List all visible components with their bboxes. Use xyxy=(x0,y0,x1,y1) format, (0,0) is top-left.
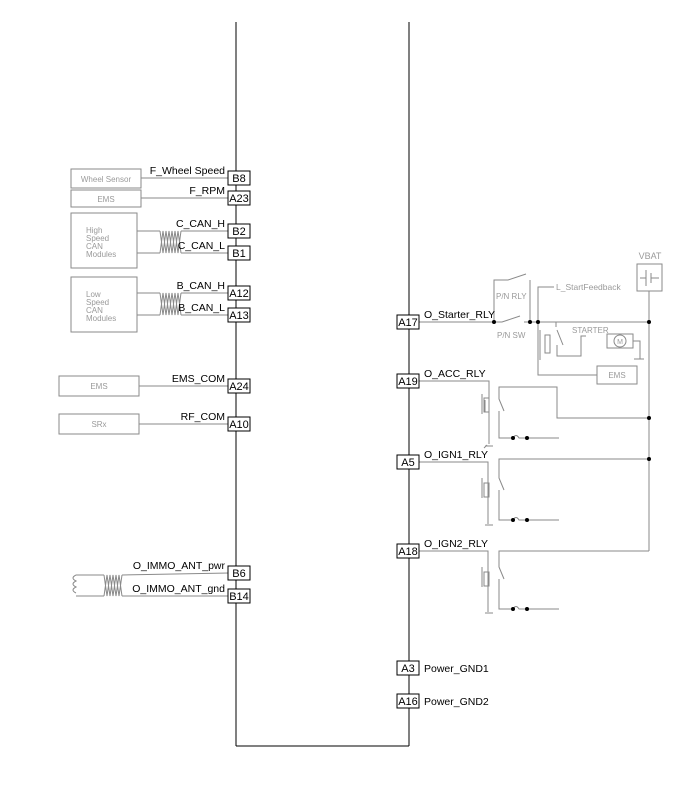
svg-text:VBAT: VBAT xyxy=(639,251,662,261)
pin-A17: A17 O_Starter_RLY xyxy=(396,309,495,330)
svg-text:A5: A5 xyxy=(401,457,414,469)
svg-text:A18: A18 xyxy=(398,546,418,558)
pin-B2: B2 C_CAN_H xyxy=(176,218,251,239)
pin-A5: A5 O_IGN1_RLY xyxy=(396,449,488,470)
svg-text:EMS: EMS xyxy=(97,195,114,204)
low-speed-can-modules: Low Speed CAN Modules xyxy=(70,276,138,333)
svg-text:A10: A10 xyxy=(229,419,249,431)
svg-text:B_CAN_L: B_CAN_L xyxy=(178,302,225,314)
svg-text:Wheel Sensor: Wheel Sensor xyxy=(81,175,132,184)
svg-text:STARTER: STARTER xyxy=(572,326,609,335)
svg-text:O_Starter_RLY: O_Starter_RLY xyxy=(424,309,495,321)
svg-text:M: M xyxy=(617,339,623,346)
svg-text:Speed: Speed xyxy=(86,298,109,307)
svg-text:Modules: Modules xyxy=(86,250,116,259)
svg-text:A13: A13 xyxy=(229,310,249,322)
svg-text:A16: A16 xyxy=(398,696,418,708)
svg-text:P/N RLY: P/N RLY xyxy=(496,292,527,301)
pin-A3: A3 Power_GND1 xyxy=(396,660,489,676)
svg-text:B_CAN_H: B_CAN_H xyxy=(177,280,225,292)
right-pin-list: A17 O_Starter_RLY A19 O_ACC_RLY A5 O_IGN1_R… xyxy=(396,309,495,709)
svg-text:High: High xyxy=(86,226,102,235)
pin-B1: B1 C_CAN_L xyxy=(178,240,251,261)
svg-text:F_Wheel Speed: F_Wheel Speed xyxy=(150,165,225,177)
svg-text:B8: B8 xyxy=(232,173,245,185)
pin-A18: A18 O_IGN2_RLY xyxy=(396,538,488,559)
svg-text:C_CAN_L: C_CAN_L xyxy=(178,240,225,252)
high-speed-can-modules: High Speed CAN Modules xyxy=(70,212,138,269)
svg-text:L_StartFeedback: L_StartFeedback xyxy=(556,282,621,292)
pin-B8: B8 F_Wheel Speed xyxy=(150,165,251,186)
svg-text:B14: B14 xyxy=(229,591,249,603)
pin-A24: A24 EMS_COM xyxy=(172,373,251,394)
wheel-sensor-module: Wheel Sensor xyxy=(70,168,142,189)
svg-text:F_RPM: F_RPM xyxy=(189,185,225,197)
svg-text:RF_COM: RF_COM xyxy=(181,411,225,423)
pin-A13: A13 B_CAN_L xyxy=(178,302,251,323)
svg-text:SRx: SRx xyxy=(91,420,106,429)
svg-text:Power_GND2: Power_GND2 xyxy=(424,696,489,708)
svg-text:O_IGN2_RLY: O_IGN2_RLY xyxy=(424,538,488,550)
pin-B14: B14 O_IMMO_ANT_gnd xyxy=(132,583,251,604)
svg-text:Low: Low xyxy=(86,290,101,299)
pin-A23: A23 F_RPM xyxy=(189,185,251,206)
pin-B6: B6 O_IMMO_ANT_pwr xyxy=(133,560,251,581)
svg-text:A19: A19 xyxy=(398,376,418,388)
pin-A10: A10 RF_COM xyxy=(181,411,251,432)
left-pin-list: B8 F_Wheel Speed A23 F_RPM B2 C_CAN_H B1 C_C… xyxy=(132,165,251,604)
ems-module-com: EMS xyxy=(58,375,140,397)
svg-text:C_CAN_H: C_CAN_H xyxy=(176,218,225,230)
svg-text:A17: A17 xyxy=(398,317,418,329)
svg-text:EMS_COM: EMS_COM xyxy=(172,373,225,385)
left-wires xyxy=(72,177,230,597)
svg-text:EMS: EMS xyxy=(608,371,625,380)
pin-A12: A12 B_CAN_H xyxy=(177,280,251,301)
svg-text:A24: A24 xyxy=(229,381,249,393)
svg-text:CAN: CAN xyxy=(86,306,103,315)
module-outline xyxy=(235,22,410,747)
srx-module: SRx xyxy=(58,413,140,435)
svg-text:Modules: Modules xyxy=(86,314,116,323)
svg-text:Speed: Speed xyxy=(86,234,109,243)
starter-motor-icon: M xyxy=(606,333,644,360)
svg-text:B2: B2 xyxy=(232,226,245,238)
svg-text:O_IMMO_ANT_gnd: O_IMMO_ANT_gnd xyxy=(132,583,225,595)
svg-text:P/N SW: P/N SW xyxy=(497,331,526,340)
svg-text:EMS: EMS xyxy=(90,382,107,391)
battery-icon xyxy=(636,263,663,292)
svg-text:O_IMMO_ANT_pwr: O_IMMO_ANT_pwr xyxy=(133,560,226,572)
svg-text:A12: A12 xyxy=(229,288,249,300)
svg-text:Power_GND1: Power_GND1 xyxy=(424,663,489,675)
ems-module-rpm: EMS xyxy=(70,189,142,208)
starter-circuit: VBAT P/N RLY P/N SW L_StartFeedback EMS … xyxy=(418,251,663,614)
svg-text:CAN: CAN xyxy=(86,242,103,251)
svg-text:B1: B1 xyxy=(232,248,245,260)
svg-text:A3: A3 xyxy=(401,663,414,675)
svg-text:O_ACC_RLY: O_ACC_RLY xyxy=(424,368,486,380)
svg-text:O_IGN1_RLY: O_IGN1_RLY xyxy=(424,449,488,461)
pin-A16: A16 Power_GND2 xyxy=(396,693,489,709)
pin-A19: A19 O_ACC_RLY xyxy=(396,368,486,389)
svg-text:A23: A23 xyxy=(229,193,249,205)
svg-text:B6: B6 xyxy=(232,568,245,580)
